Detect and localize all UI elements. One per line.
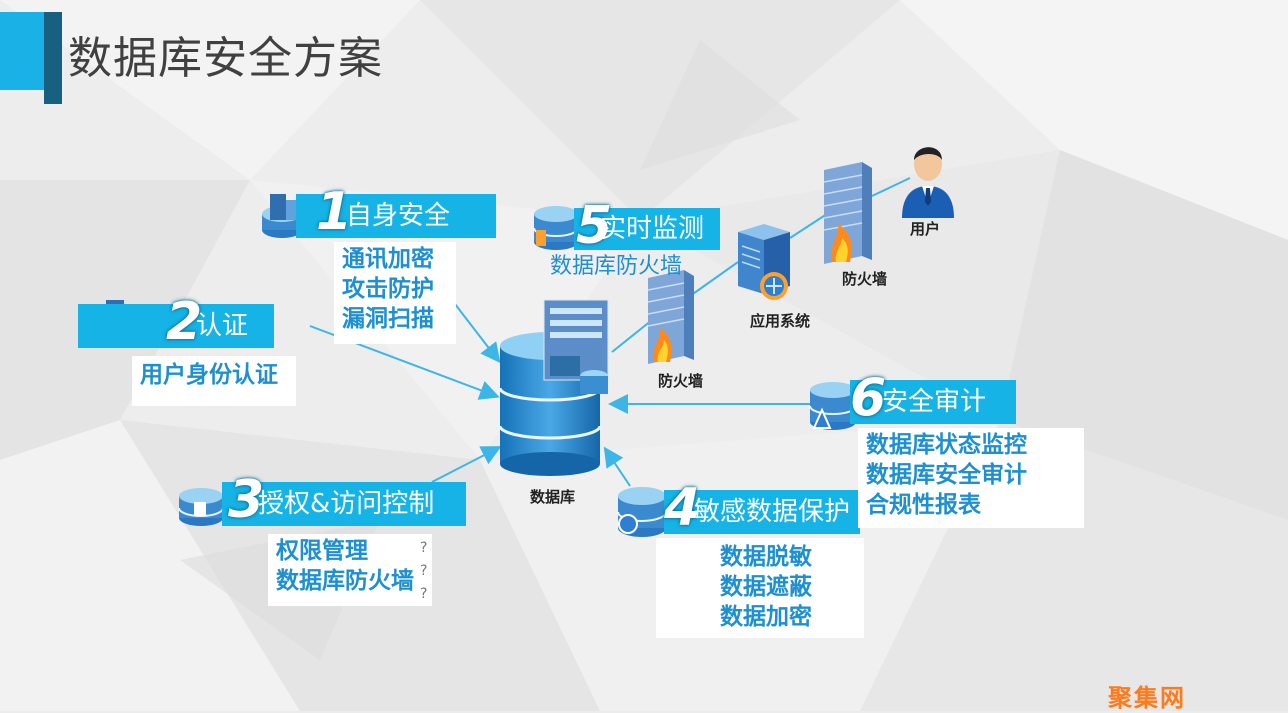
section-3-title: 授权&访问控制 xyxy=(258,489,435,519)
database-server-icon xyxy=(498,299,609,476)
section-6-label: 6 安全审计 xyxy=(850,370,1016,426)
stray-mark: ? xyxy=(420,563,428,579)
section-6-number: 6 xyxy=(850,368,887,428)
section-2-item: 用户身份认证 xyxy=(140,362,278,388)
section-1-item: 漏洞扫描 xyxy=(342,306,434,332)
arrow-from-4 xyxy=(603,446,631,487)
section-4-items: 数据脱敏 数据遮蔽 数据加密 xyxy=(656,538,864,638)
db-icon xyxy=(809,382,857,430)
section-4-number: 4 xyxy=(664,478,701,538)
section-3-number: 3 xyxy=(228,470,265,530)
section-4-item: 数据脱敏 xyxy=(720,544,812,570)
section-1-item: 通讯加密 xyxy=(342,246,434,272)
link-firewall-app xyxy=(689,261,739,297)
firewall-icon xyxy=(647,270,694,364)
section-3-items: 权限管理 数据库防火墙 xyxy=(268,534,432,606)
db-icon xyxy=(533,206,579,250)
section-5-title: 实时监测 xyxy=(600,214,705,244)
section-5-number: 5 xyxy=(576,196,613,256)
section-5-item: 数据库防火墙 xyxy=(550,254,683,279)
section-4-label: 4 敏感数据保护 xyxy=(664,480,860,536)
title-accent-bar xyxy=(0,12,44,90)
section-2-items: 用户身份认证 xyxy=(132,356,296,406)
section-3-label: 3 授权&访问控制 xyxy=(222,472,466,528)
firewall-left-caption: 防火墙 xyxy=(658,372,704,390)
firewall-right-caption: 防火墙 xyxy=(842,270,888,288)
section-6-item: 合规性报表 xyxy=(866,492,981,518)
title-accent-bar-dark xyxy=(44,12,62,104)
section-6-items: 数据库状态监控 数据库安全审计 合规性报表 xyxy=(858,428,1084,528)
section-2-number: 2 xyxy=(166,292,203,352)
section-3-item: 权限管理 xyxy=(276,538,368,564)
database-caption: 数据库 xyxy=(530,488,576,506)
section-2-title: 认证 xyxy=(196,311,249,341)
app-server-icon xyxy=(738,224,790,300)
arrow-from-3 xyxy=(431,446,502,483)
firewall-icon xyxy=(823,162,872,264)
stray-mark: ? xyxy=(420,586,428,602)
section-4-item: 数据遮蔽 xyxy=(720,574,812,600)
section-6-item: 数据库安全审计 xyxy=(866,462,1027,488)
db-icon xyxy=(178,488,224,526)
db-icon xyxy=(262,194,302,238)
section-4-item: 数据加密 xyxy=(720,604,812,630)
section-4-title: 敏感数据保护 xyxy=(694,497,851,527)
user-caption: 用户 xyxy=(910,220,941,238)
section-6-item: 数据库状态监控 xyxy=(866,432,1027,458)
link-app-firewall xyxy=(789,211,831,239)
stray-mark: ? xyxy=(420,540,428,556)
section-1-items: 通讯加密 攻击防护 漏洞扫描 xyxy=(334,242,456,344)
link-firewall-user xyxy=(871,177,911,197)
app-system-caption: 应用系统 xyxy=(750,312,811,330)
section-1-item: 攻击防护 xyxy=(342,276,434,302)
section-5-items: 数据库防火墙 xyxy=(550,252,682,282)
section-1-label: 1 自身安全 xyxy=(296,184,496,240)
section-6-title: 安全审计 xyxy=(882,387,987,417)
section-5-label: 5 实时监测 xyxy=(574,198,720,254)
page-title: 数据库安全方案 xyxy=(68,33,383,84)
db-icon xyxy=(617,487,667,537)
link-db-firewall xyxy=(611,319,653,353)
section-1-title: 自身安全 xyxy=(346,201,451,231)
user-icon xyxy=(902,147,954,218)
section-2-label: 2 认证 xyxy=(78,294,274,350)
watermark-logo: 聚集网 xyxy=(1108,684,1186,712)
section-1-number: 1 xyxy=(316,182,353,242)
section-3-item: 数据库防火墙 xyxy=(276,568,414,594)
